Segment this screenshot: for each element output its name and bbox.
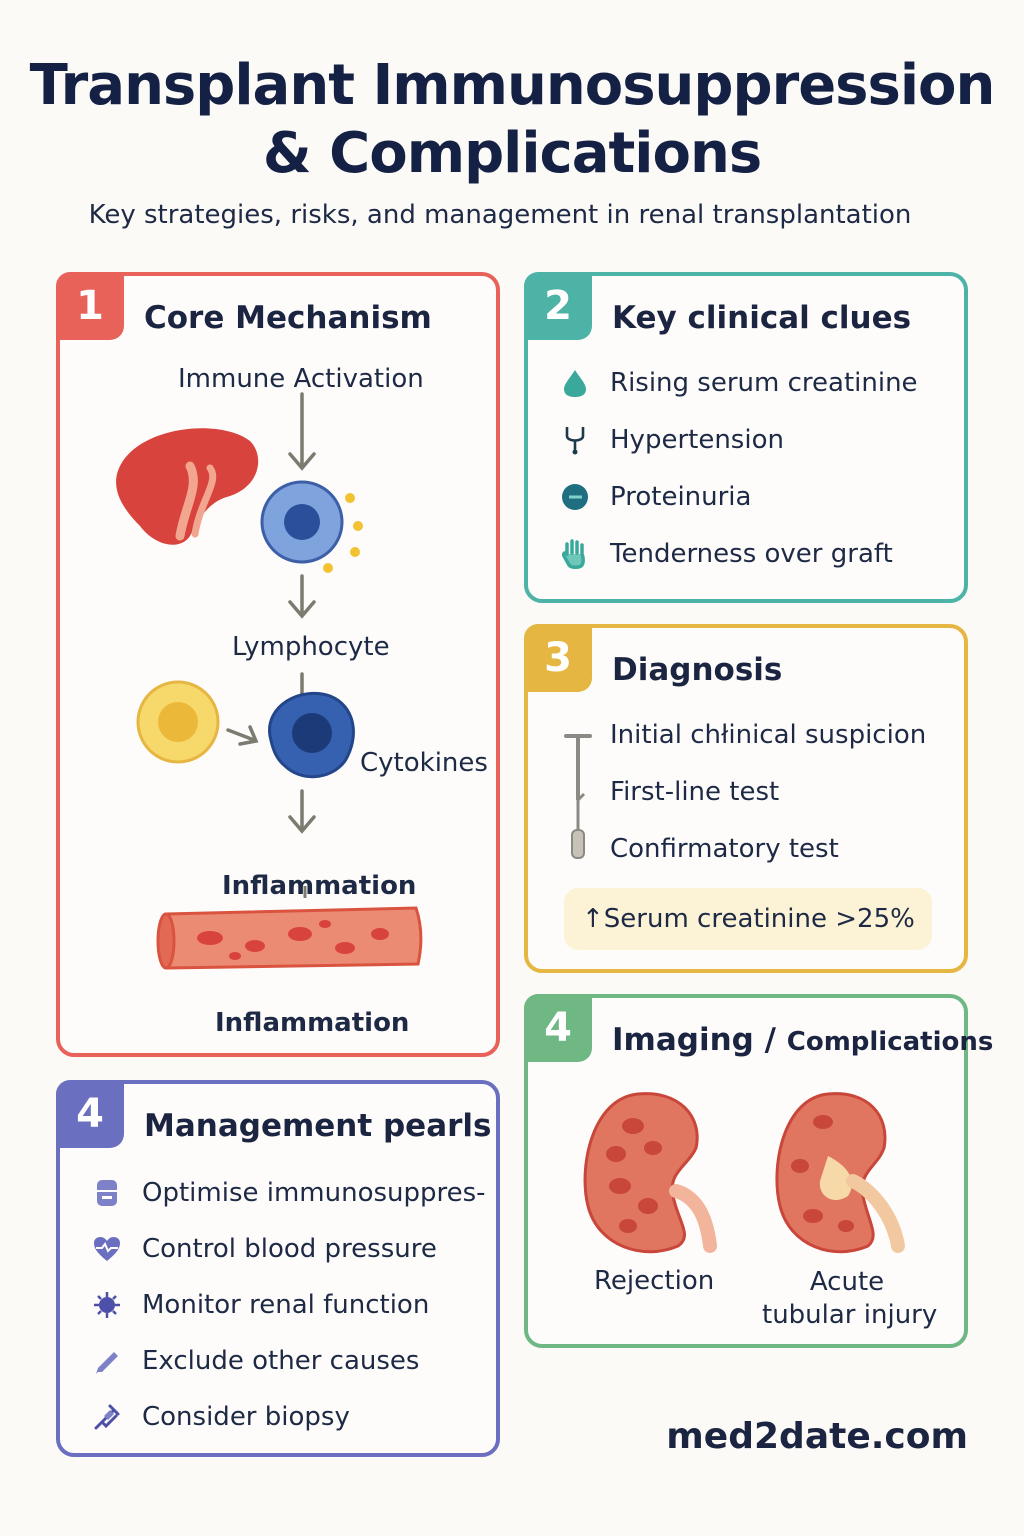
lymphocyte-cell-icon xyxy=(260,480,363,573)
diagnosis-step: Initial chłinical suspicion xyxy=(610,720,927,750)
heart-icon xyxy=(90,1232,124,1266)
cytokines-label: Cytokines xyxy=(360,748,488,778)
page-title: Transplant Immunosuppression & Complicat… xyxy=(0,52,1024,188)
arrow-down-icon xyxy=(288,789,316,834)
imaging-title: Imaging / Complications xyxy=(612,1022,993,1058)
diagnostic-probe-icon xyxy=(564,734,592,859)
stethoscope-icon xyxy=(558,423,592,457)
management-title: Management pearls xyxy=(144,1108,492,1144)
clue-item: Hypertension xyxy=(558,423,784,457)
clue-item: Tenderness over graft xyxy=(558,537,893,571)
mechanism-diagram xyxy=(116,392,423,970)
arrow-down-icon xyxy=(288,392,316,471)
rejection-label: Rejection xyxy=(594,1266,715,1296)
diagnosis-step: Confirmatory test xyxy=(610,834,839,864)
imaging-card: 4 Imaging / Complications Rejection Acut… xyxy=(524,994,993,1348)
diagnosis-step: First-line test xyxy=(610,777,780,807)
imaging-title-small: Complications xyxy=(786,1027,994,1057)
inflamed-vessel-icon xyxy=(156,906,423,970)
donor-organ-icon xyxy=(116,428,259,545)
diagnosis-card: 3 Diagnosis Initial chłinical suspicion … xyxy=(524,624,968,973)
diagnosis-title: Diagnosis xyxy=(612,652,783,688)
arrow-right-icon xyxy=(226,725,259,746)
core-mechanism-title: Core Mechanism xyxy=(144,300,432,336)
syringe-icon xyxy=(90,1400,124,1434)
pill-bottle-icon xyxy=(90,1176,124,1210)
management-item: Monitor renal function xyxy=(90,1288,429,1322)
section-number-badge: 2 xyxy=(524,272,592,340)
clue-item: Rising serum creatinine xyxy=(558,366,918,400)
lymphocyte-label: Lymphocyte xyxy=(232,632,390,662)
clinical-clues-title: Key clinical clues xyxy=(612,300,912,336)
immune-activation-label: Immune Activation xyxy=(178,364,424,394)
imaging-title-main: Imaging / xyxy=(612,1022,776,1058)
clue-item: Proteinuria xyxy=(558,480,751,514)
core-mechanism-card: 1 Core Mechanism Immune Activation xyxy=(56,272,500,1057)
inflammation-label-bottom: Inflammation xyxy=(215,1008,410,1038)
section-number-badge: 4 xyxy=(524,994,592,1062)
droplet-icon xyxy=(558,366,592,400)
management-item: Control blood pressure xyxy=(90,1232,437,1266)
section-number-badge: 1 xyxy=(56,272,124,340)
hand-icon xyxy=(558,537,592,571)
management-card: 4 Management pearls Optimise immunosuppr… xyxy=(56,1080,500,1457)
section-number-badge: 3 xyxy=(524,624,592,692)
management-item: Consider biopsy xyxy=(90,1400,350,1434)
creatinine-threshold-box: ↑Serum creatinine >25% xyxy=(564,888,932,950)
clinical-clues-card: 2 Key clinical clues Rising serum creati… xyxy=(524,272,968,603)
brand-footer: med2date.com xyxy=(666,1416,968,1457)
arrow-down-icon xyxy=(288,574,316,619)
pen-icon xyxy=(90,1344,124,1378)
title-line-1: Transplant Immunosuppression xyxy=(29,53,996,118)
activated-lymphocyte-icon xyxy=(268,691,355,779)
management-item: Exclude other causes xyxy=(90,1344,419,1378)
section-number-badge: 4 xyxy=(56,1080,124,1148)
acute-tubular-injury-kidney-icon xyxy=(775,1092,905,1254)
kidney-illustrations xyxy=(583,1092,905,1254)
management-item: Optimise immunosuppres- xyxy=(90,1176,486,1210)
rejected-kidney-icon xyxy=(583,1092,717,1254)
title-line-2: & Complications xyxy=(262,121,762,186)
urine-sample-icon xyxy=(558,480,592,514)
inflammation-label-mid: Inflammation xyxy=(222,871,417,901)
antigen-presenting-cell-icon xyxy=(136,680,220,764)
acute-tubular-injury-label: Acute tubular injury xyxy=(762,1267,938,1330)
virus-icon xyxy=(90,1288,124,1322)
page-subtitle: Key strategies, risks, and management in… xyxy=(88,200,912,230)
